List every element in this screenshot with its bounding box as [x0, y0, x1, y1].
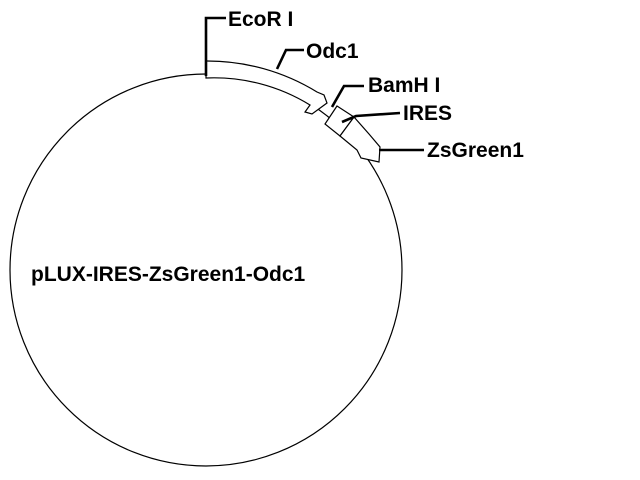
- odc1-label: Odc1: [306, 40, 359, 63]
- odc1-leader-line: [275, 48, 304, 70]
- ecori-leader-line: [204, 16, 226, 76]
- plasmid-name-label: pLUX-IRES-ZsGreen1-Odc1: [31, 263, 306, 286]
- ecori-label: EcoR I: [228, 8, 293, 31]
- bamhi-leader-line: [330, 84, 364, 108]
- ires-leader-line: [341, 111, 401, 124]
- ires-label: IRES: [403, 102, 452, 125]
- zsgreen1-feature-arrow: [339, 116, 381, 163]
- bamhi-label: BamH I: [368, 74, 440, 97]
- zsgreen1-label: ZsGreen1: [427, 139, 524, 162]
- odc1-feature-arrow: [205, 60, 328, 115]
